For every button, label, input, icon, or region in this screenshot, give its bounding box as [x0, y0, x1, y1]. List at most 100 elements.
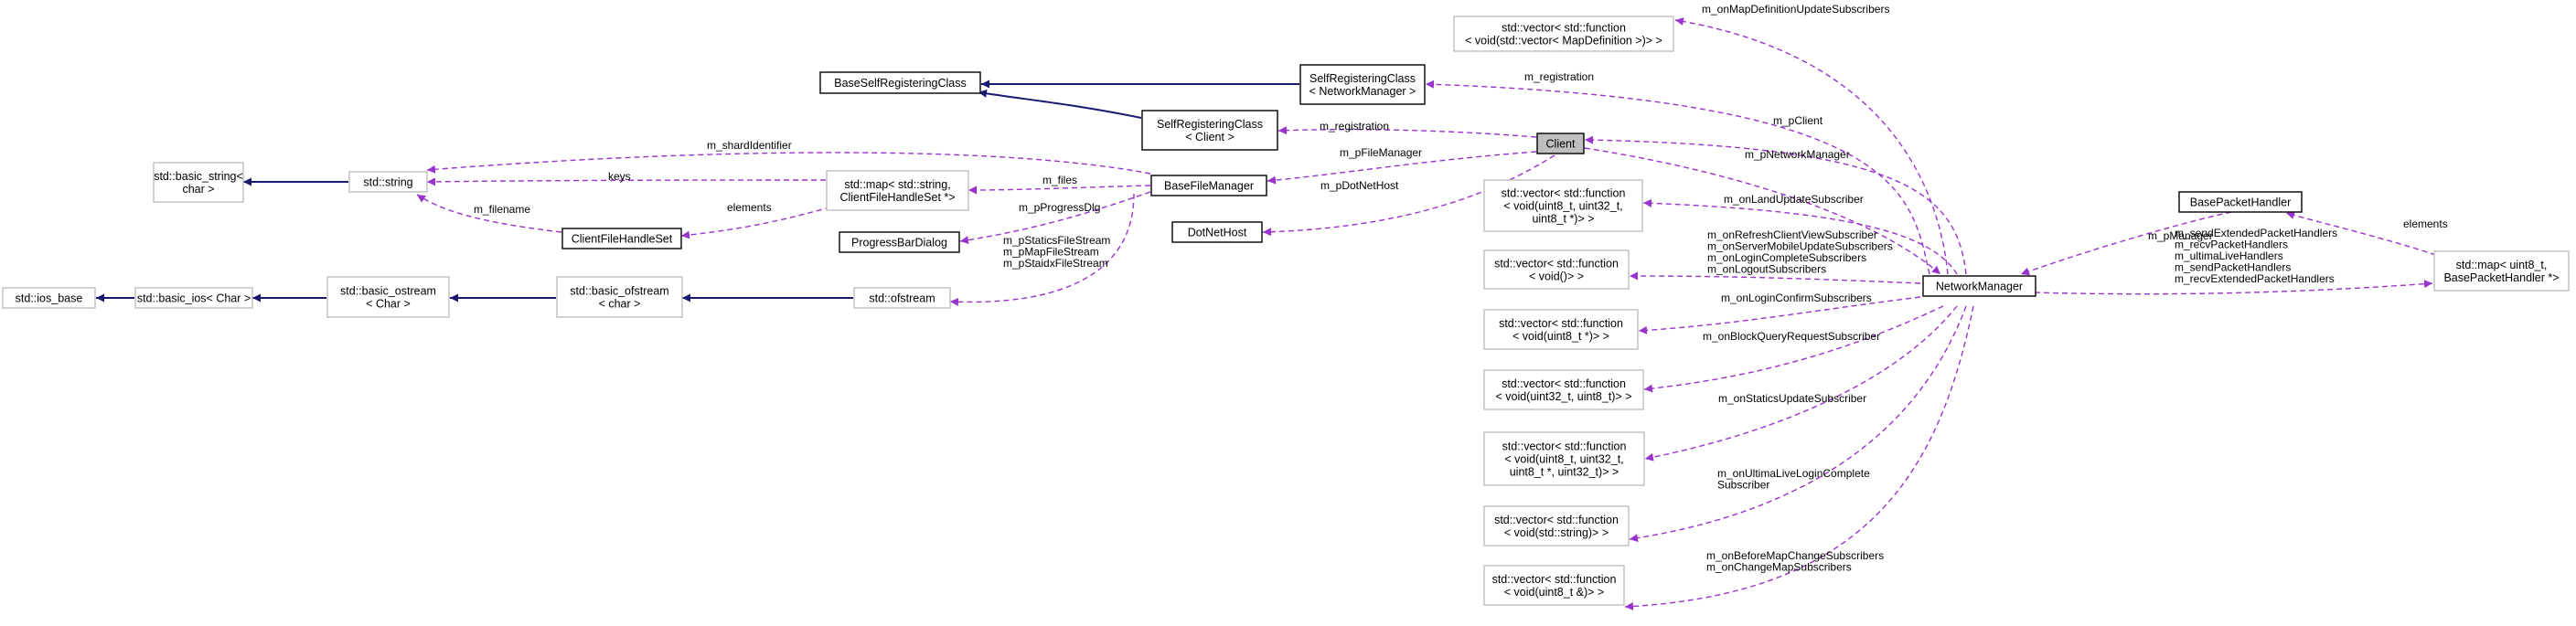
node-std-ofstream[interactable]: std::ofstream — [853, 287, 951, 309]
node-label: std::basic_string< — [154, 170, 243, 183]
node-vec-uint8-ptr[interactable]: std::vector< std::function< void(uint8_t… — [1483, 309, 1639, 350]
node-label: SelfRegisteringClass — [1157, 118, 1263, 131]
edge-label-line: m_sendExtendedPacketHandlers — [2175, 227, 2337, 239]
edge-label-line: m_onLogoutSubscribers — [1707, 263, 1826, 276]
node-base-file-manager[interactable]: BaseFileManager — [1150, 175, 1267, 196]
node-std-basic-ios[interactable]: std::basic_ios< Char > — [134, 287, 253, 309]
node-base-packet-handler[interactable]: BasePacketHandler — [2178, 191, 2303, 213]
node-label: < void(uint32_t, uint8_t)> > — [1495, 390, 1631, 403]
node-box — [1536, 133, 1585, 154]
edge-label-line: m_filename — [474, 203, 530, 216]
node-box — [1483, 431, 1645, 486]
node-box — [348, 171, 428, 193]
node-std-string[interactable]: std::string — [348, 171, 428, 193]
edge-void-subscribers — [1629, 271, 1921, 284]
edge-m-files — [967, 185, 1151, 195]
node-box — [819, 71, 981, 94]
node-vec-uint32-uint8[interactable]: std::vector< std::function< void(uint32_… — [1483, 369, 1644, 410]
node-vec-void[interactable]: std::vector< std::function< void()> > — [1483, 249, 1630, 290]
node-box — [326, 276, 450, 318]
label-keys: keys — [608, 170, 631, 183]
node-std-map-packet-handler[interactable]: std::map< uint8_t,BasePacketHandler *> — [2433, 250, 2570, 292]
node-network-manager[interactable]: NetworkManager — [1922, 275, 2036, 297]
edge-label-line: m_pStaidxFileStream — [1003, 257, 1108, 270]
edge-label-line: m_onStaticsUpdateSubscriber — [1718, 392, 1866, 405]
node-dotnet-host[interactable]: DotNetHost — [1171, 221, 1263, 243]
node-label: < char > — [599, 298, 641, 311]
node-vec-land-update[interactable]: std::vector< std::function< void(uint8_t… — [1483, 179, 1643, 232]
edge-label-line: m_onServerMobileUpdateSubscribers — [1707, 240, 1893, 253]
node-label: std::vector< std::function — [1502, 22, 1626, 35]
node-label: std::ofstream — [869, 292, 935, 305]
node-box — [556, 276, 683, 318]
node-label: < NetworkManager > — [1309, 85, 1416, 98]
edge-label-line: keys — [608, 170, 631, 183]
edge-label-line: m_pFileManager — [1340, 146, 1422, 159]
edge-label-line: m_files — [1042, 174, 1077, 186]
node-self-registering-client[interactable]: SelfRegisteringClass< Client > — [1141, 110, 1278, 151]
edge-label-line: elements — [2403, 218, 2448, 230]
edge-label-line: m_onUltimaLiveLoginComplete — [1717, 467, 1870, 480]
edge-label-line: m_onLoginCompleteSubscribers — [1707, 251, 1866, 264]
edge-m-onLoginConfirmSubscribers — [1638, 296, 1921, 334]
node-label: DotNetHost — [1188, 227, 1247, 239]
node-vec-statics-update[interactable]: std::vector< std::function< void(uint8_t… — [1483, 431, 1645, 486]
label-m-registration-nm: m_registration — [1524, 70, 1594, 83]
label-m-pDotNetHost: m_pDotNetHost — [1320, 179, 1399, 192]
node-label: uint8_t *, uint32_t)> > — [1510, 466, 1619, 479]
edge-label-line: m_onChangeMapSubscribers — [1706, 561, 1852, 574]
edge-m-pClient — [1584, 135, 1967, 275]
label-m-onBlockQueryRequestSubscriber: m_onBlockQueryRequestSubscriber — [1703, 330, 1880, 343]
edge-m-pProgressDlg — [959, 191, 1151, 245]
node-label: std::map< uint8_t, — [2456, 259, 2548, 271]
node-client[interactable]: Client — [1536, 133, 1585, 154]
node-label: char > — [182, 183, 214, 196]
edge-label-line: m_sendPacketHandlers — [2175, 261, 2291, 274]
inheritance-edges — [96, 80, 1299, 302]
edge-m-onStaticsUpdateSubscriber — [1644, 305, 1958, 462]
node-client-file-handle-set[interactable]: ClientFileHandleSet — [561, 228, 682, 249]
node-std-basic-ofstream[interactable]: std::basic_ofstream< char > — [556, 276, 683, 318]
edge-elements-cfhs — [680, 204, 840, 239]
node-self-registering-nm[interactable]: SelfRegisteringClass< NetworkManager > — [1299, 64, 1426, 105]
edge-label-line: m_pNetworkManager — [1745, 148, 1850, 161]
node-label: std::vector< std::function — [1492, 573, 1617, 586]
node-box — [1483, 369, 1644, 410]
node-std-ios-base[interactable]: std::ios_base — [2, 287, 96, 309]
node-box — [826, 170, 969, 211]
edge-label-line: m_onBeforeMapChangeSubscribers — [1706, 549, 1884, 562]
node-std-map-string-cfhs[interactable]: std::map< std::string,ClientFileHandleSe… — [826, 170, 969, 211]
node-vec-uint8-ref[interactable]: std::vector< std::function< void(uint8_t… — [1483, 565, 1625, 606]
edge-label-line: m_onMapDefinitionUpdateSubscribers — [1702, 3, 1889, 16]
node-label: < Client > — [1185, 131, 1235, 143]
edge-label-line: m_pClient — [1773, 114, 1823, 127]
node-label: < void(std::string)> > — [1504, 526, 1609, 539]
node-label: ClientFileHandleSet *> — [839, 191, 955, 204]
node-std-basic-ostream[interactable]: std::basic_ostream< Char > — [326, 276, 450, 318]
node-label: std::basic_ofstream — [570, 285, 668, 298]
node-label: ProgressBarDialog — [851, 237, 947, 249]
node-box — [1483, 565, 1625, 606]
edge-label-line: m_pMapFileStream — [1003, 246, 1099, 259]
node-vec-map-definition[interactable]: std::vector< std::function< void(std::ve… — [1453, 16, 1674, 52]
node-box — [153, 162, 244, 203]
node-vec-string[interactable]: std::vector< std::function< void(std::st… — [1483, 505, 1630, 546]
node-label: std::vector< std::function — [1494, 258, 1619, 271]
edge-m-shardIdentifier — [426, 152, 1151, 175]
node-box — [1922, 275, 2036, 297]
nodes: std::ios_base std::basic_ios< Char > std… — [2, 16, 2570, 606]
node-label: std::map< std::string, — [844, 178, 950, 191]
node-std-basic-string[interactable]: std::basic_string<char > — [153, 162, 244, 203]
label-m-shardIdentifier: m_shardIdentifier — [707, 139, 792, 152]
node-label: ClientFileHandleSet — [572, 233, 673, 246]
node-box — [1483, 309, 1639, 350]
node-base-self-registering[interactable]: BaseSelfRegisteringClass — [819, 71, 981, 94]
node-label: Client — [1546, 138, 1576, 151]
node-label: < void(uint8_t *)> > — [1512, 330, 1609, 343]
node-label: < void(uint8_t &)> > — [1504, 586, 1604, 599]
node-box — [1483, 179, 1643, 232]
node-progress-bar-dialog[interactable]: ProgressBarDialog — [839, 231, 960, 253]
